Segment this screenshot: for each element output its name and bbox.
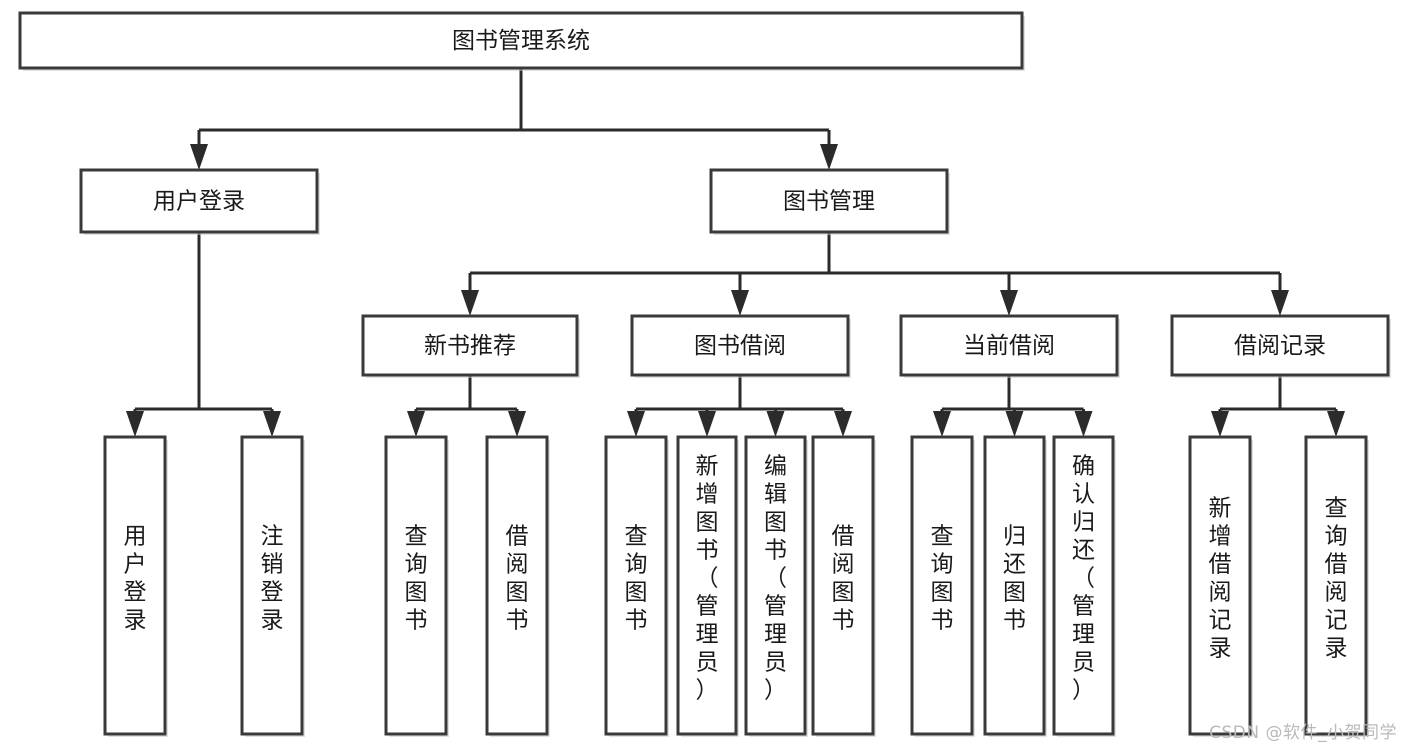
node-leaf-add-book[interactable]: 新增图书（管理员） (676, 435, 739, 737)
node-leaf-add-record[interactable]: 新增借阅记录 (1188, 435, 1253, 737)
node-leaf-return-book[interactable]: 归还图书 (983, 435, 1047, 737)
node-leaf-borrow-book-2[interactable]: 借阅图书 (811, 435, 876, 737)
node-borrow-record[interactable]: 借阅记录 (1170, 314, 1391, 378)
node-label: 图书管理 (783, 189, 875, 215)
node-label: 查询图书 (931, 524, 954, 634)
node-label: 确认归还（管理员） (1072, 454, 1095, 704)
connector-group-root (190, 68, 838, 170)
connector-group-book-manage (461, 232, 1289, 316)
node-leaf-query-book-2[interactable]: 查询图书 (604, 435, 669, 737)
edges-layer (126, 68, 1345, 437)
node-leaf-edit-book[interactable]: 编辑图书（管理员） (744, 435, 808, 737)
connector-group-new-book-recommend (407, 375, 526, 437)
node-label: 借阅记录 (1234, 333, 1326, 359)
node-new-book-recommend[interactable]: 新书推荐 (361, 314, 580, 378)
nodes-layer: 图书管理系统用户登录图书管理新书推荐图书借阅当前借阅借阅记录用户登录注销登录查询… (18, 11, 1391, 737)
node-leaf-query-book-1[interactable]: 查询图书 (384, 435, 449, 737)
node-leaf-borrow-book-1[interactable]: 借阅图书 (485, 435, 550, 737)
node-label: 借阅图书 (832, 524, 855, 634)
node-leaf-user-login[interactable]: 用户登录 (103, 435, 168, 737)
connector-group-borrow-record (1211, 375, 1345, 437)
connector-group-current-borrow (933, 375, 1093, 437)
node-book-manage[interactable]: 图书管理 (709, 168, 950, 235)
node-leaf-user-logout[interactable]: 注销登录 (240, 435, 305, 737)
node-label: 查询图书 (625, 524, 648, 634)
node-label: 新增借阅记录 (1209, 496, 1232, 662)
node-label: 注销登录 (261, 524, 284, 634)
node-label: 编辑图书（管理员） (764, 454, 787, 704)
node-leaf-query-record[interactable]: 查询借阅记录 (1304, 435, 1369, 737)
connector-group-book-borrow (627, 375, 852, 437)
node-label: 新增图书（管理员） (696, 454, 719, 704)
node-user-login[interactable]: 用户登录 (79, 168, 320, 235)
node-label: 查询图书 (405, 524, 428, 634)
node-label: 用户登录 (153, 189, 245, 215)
node-label: 查询借阅记录 (1325, 496, 1348, 662)
node-label: 图书借阅 (694, 333, 786, 359)
node-leaf-confirm-return[interactable]: 确认归还（管理员） (1052, 435, 1116, 737)
node-current-borrow[interactable]: 当前借阅 (899, 314, 1120, 378)
node-root-图书管理系统[interactable]: 图书管理系统 (18, 11, 1025, 71)
node-label: 新书推荐 (424, 333, 516, 359)
node-leaf-query-book-3[interactable]: 查询图书 (910, 435, 975, 737)
node-label: 用户登录 (124, 524, 147, 634)
node-book-borrow[interactable]: 图书借阅 (630, 314, 851, 378)
node-label: 借阅图书 (506, 524, 529, 634)
connector-group-user-login (126, 232, 281, 437)
node-label: 图书管理系统 (452, 28, 590, 54)
node-label: 归还图书 (1003, 524, 1026, 634)
node-label: 当前借阅 (963, 333, 1055, 359)
